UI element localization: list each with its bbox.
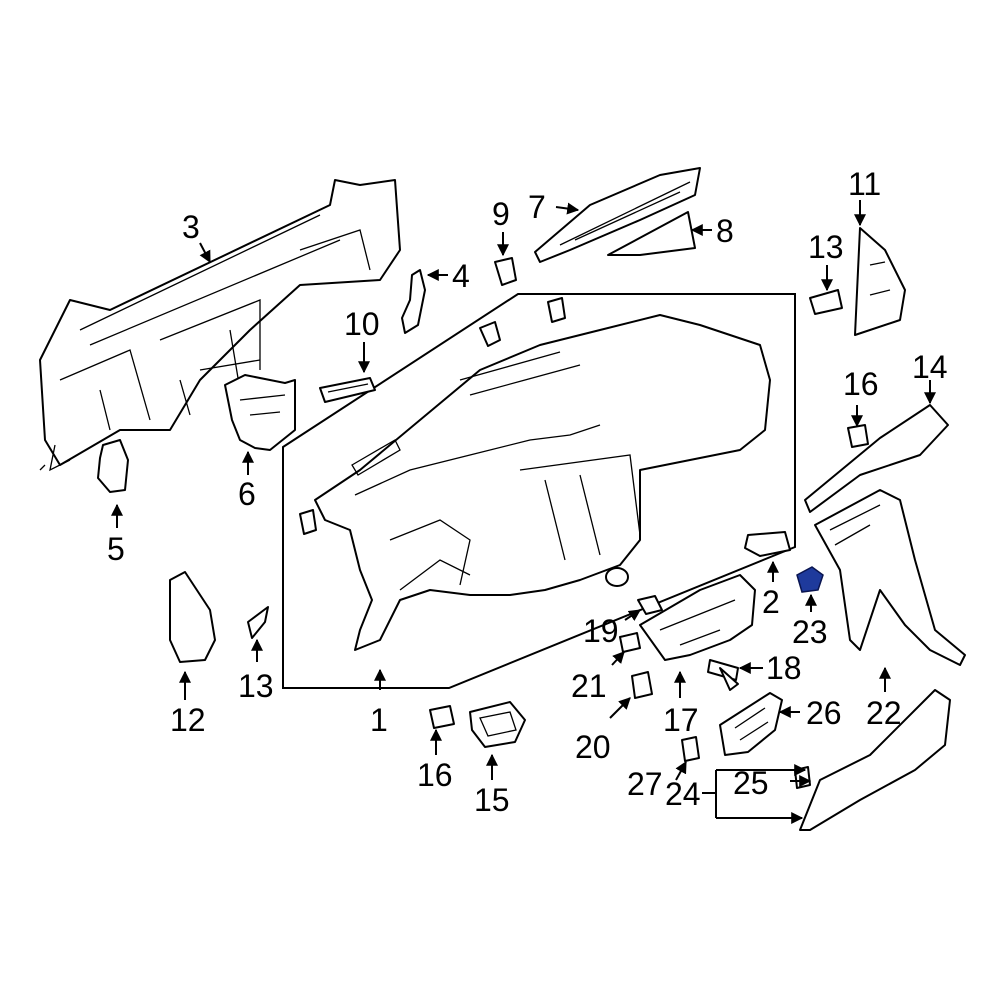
part-13-clip-lower[interactable] xyxy=(247,606,269,639)
part-9-clip[interactable] xyxy=(494,257,517,286)
callout-23: 23 xyxy=(792,614,828,650)
callout-4: 4 xyxy=(452,258,470,294)
callout-10: 10 xyxy=(344,306,380,342)
callout-5: 5 xyxy=(107,531,125,567)
callout-13-upper: 13 xyxy=(808,229,844,265)
part-1-group-box xyxy=(282,293,796,689)
callout-2: 2 xyxy=(762,584,780,620)
ip-clip-left[interactable] xyxy=(299,509,317,535)
ip-clip-top-left[interactable] xyxy=(479,321,501,347)
callout-18: 18 xyxy=(766,650,802,686)
part-6-bracket[interactable] xyxy=(224,374,296,451)
callout-15: 15 xyxy=(474,782,510,818)
part-4-bracket[interactable] xyxy=(401,269,426,334)
callout-19: 19 xyxy=(583,613,619,649)
part-19-clip[interactable] xyxy=(637,595,663,615)
part-18-bolt[interactable] xyxy=(707,659,739,691)
part-10-bracket[interactable] xyxy=(319,377,376,403)
part-3-cross-car-beam[interactable] xyxy=(39,179,401,472)
callout-1: 1 xyxy=(370,702,388,738)
part-21-clip[interactable] xyxy=(619,632,641,653)
part-20-clip[interactable] xyxy=(631,671,653,699)
part-8-trim-panel[interactable] xyxy=(607,211,696,256)
part-23-highlighted[interactable] xyxy=(796,566,824,593)
part-16-clip-upper[interactable] xyxy=(847,424,869,448)
callout-14: 14 xyxy=(912,349,948,385)
callout-21: 21 xyxy=(571,668,607,704)
callout-11: 11 xyxy=(848,166,881,202)
callout-13-lower: 13 xyxy=(238,668,274,704)
part-5-bracket[interactable] xyxy=(97,439,129,493)
part-11-side-cover[interactable] xyxy=(854,227,906,336)
callout-9: 9 xyxy=(492,196,510,232)
callout-8: 8 xyxy=(716,213,734,249)
callout-22: 22 xyxy=(866,695,902,731)
part-13-clip-upper[interactable] xyxy=(809,289,843,315)
part-22-console-panel[interactable] xyxy=(814,489,966,666)
part-7-defroster-grille[interactable] xyxy=(534,167,701,263)
callout-27: 27 xyxy=(627,766,663,802)
callout-3: 3 xyxy=(182,209,200,245)
callout-25: 25 xyxy=(733,765,769,801)
callout-17: 17 xyxy=(663,702,699,738)
part-14-trim-strip[interactable] xyxy=(804,404,949,513)
leader-lines xyxy=(111,200,936,824)
callout-24: 24 xyxy=(665,776,701,812)
part-17-lower-trim[interactable] xyxy=(639,574,756,661)
callout-12: 12 xyxy=(170,702,206,738)
callout-6: 6 xyxy=(238,476,256,512)
part-27-clip[interactable] xyxy=(681,736,700,762)
part-12-end-cover[interactable] xyxy=(169,571,216,663)
part-15-vent[interactable] xyxy=(469,701,526,748)
callout-labels: 1 2 3 4 5 6 7 8 9 10 11 12 13 13 14 15 1… xyxy=(107,166,948,818)
callout-7: 7 xyxy=(528,189,546,225)
ip-clip-bottom[interactable] xyxy=(605,567,629,587)
callout-20: 20 xyxy=(575,729,611,765)
part-26-bracket[interactable] xyxy=(719,692,783,756)
callout-16-lower: 16 xyxy=(417,757,453,793)
ip-clip-top[interactable] xyxy=(547,297,566,323)
part-2-bracket[interactable] xyxy=(744,531,791,557)
part-16-clip-lower[interactable] xyxy=(429,705,455,729)
callout-26: 26 xyxy=(806,695,842,731)
callout-16-upper: 16 xyxy=(843,366,879,402)
part-24-lower-panel[interactable] xyxy=(799,689,951,831)
part-1-instrument-panel[interactable] xyxy=(314,314,771,651)
